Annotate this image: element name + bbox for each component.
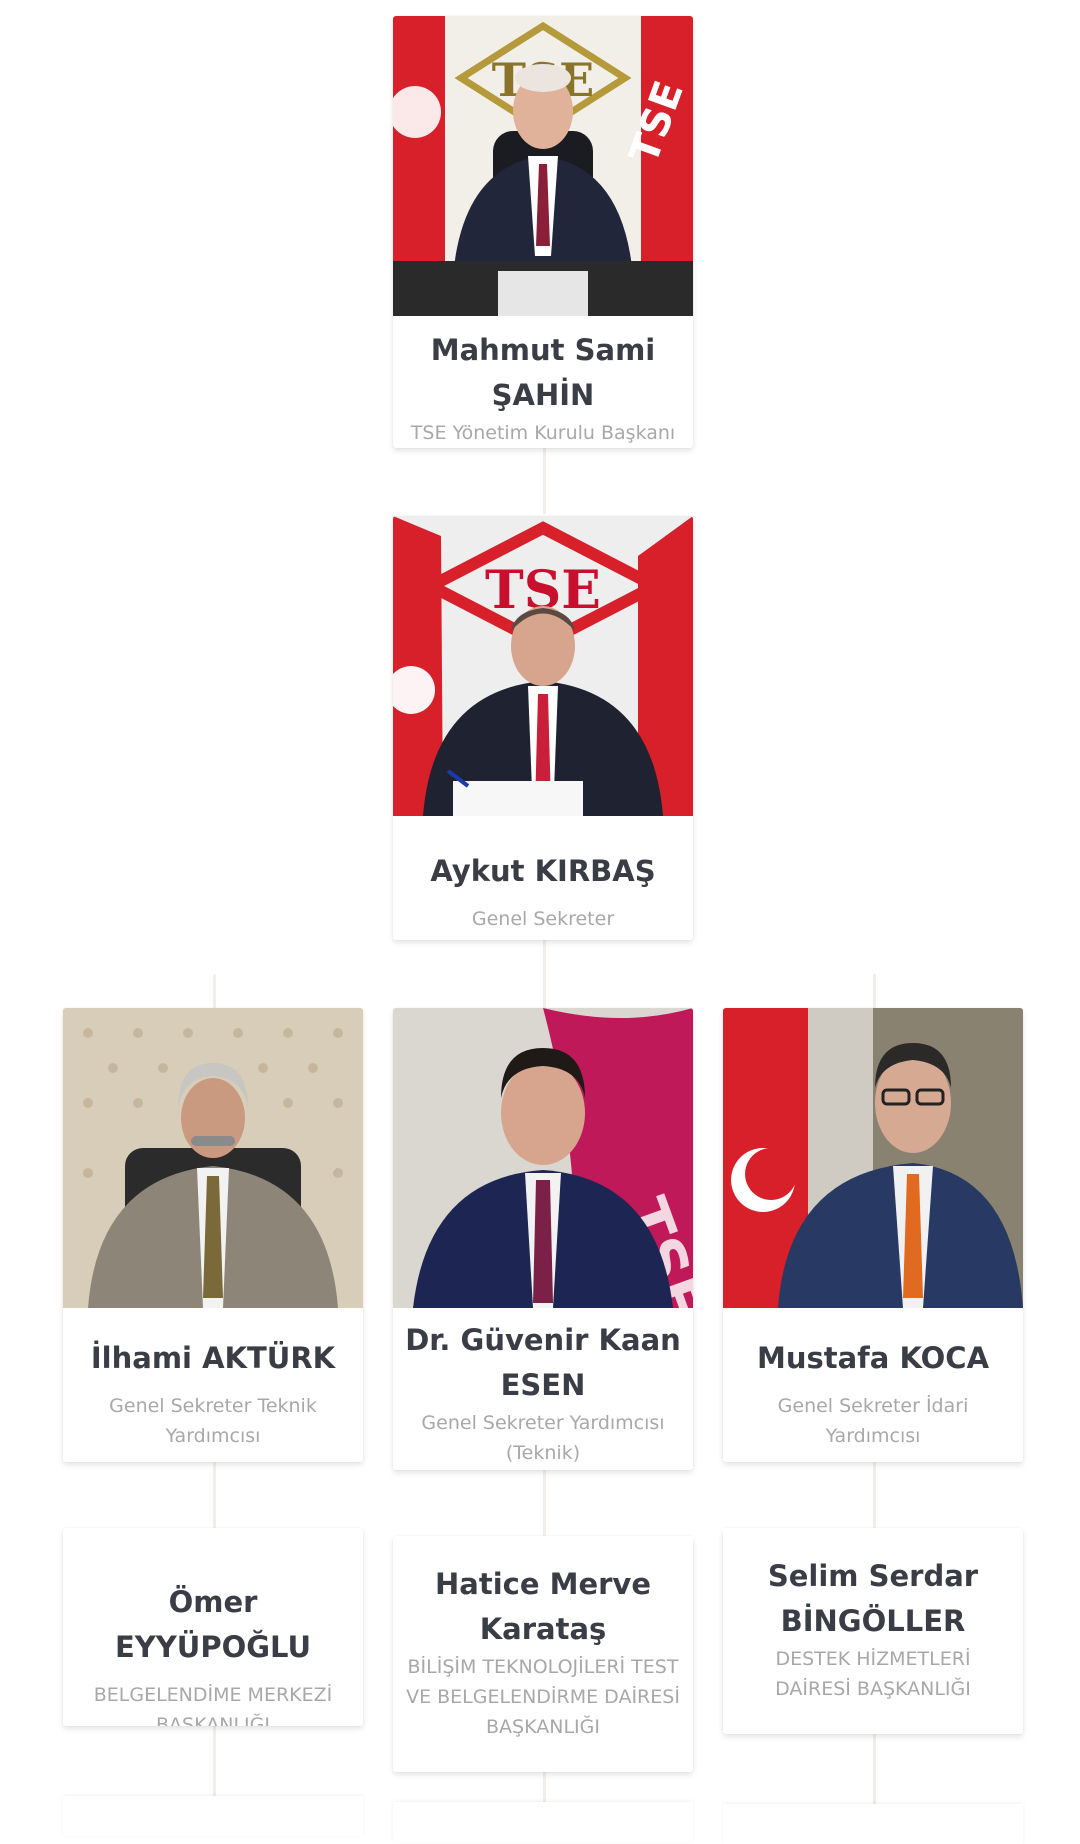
org-card-support-services[interactable]: Selim Serdar BİNGÖLLER DESTEK HİZMETLERİ…	[723, 1528, 1023, 1734]
person-title: Genel Sekreter	[471, 908, 615, 930]
person-name: Selim Serdar BİNGÖLLER	[767, 1559, 979, 1638]
org-card-it-test-certification[interactable]: Hatice Merve Karataş BİLİŞİM TEKNOLOJİLE…	[393, 1536, 693, 1772]
connector-l2-l3-left	[213, 974, 216, 1008]
person-photo-icon: TSE TSE	[393, 16, 693, 316]
person-photo	[63, 1008, 363, 1308]
person-photo: TSE TSE	[393, 16, 693, 316]
person-title: DESTEK HİZMETLERİ DAİRESİ BAŞKANLIĞI	[775, 1648, 971, 1700]
org-card-partial	[723, 1804, 1023, 1844]
org-card-deputy-technical-2[interactable]: TSE Dr. Güvenir Kaan ESEN Genel Sekreter…	[393, 1008, 693, 1470]
connector-l3-l4-right	[873, 1462, 876, 1528]
person-photo-icon	[723, 1008, 1023, 1308]
person-name: Dr. Güvenir Kaan ESEN	[405, 1323, 681, 1402]
person-title: Genel Sekreter Yardımcısı (Teknik)	[421, 1412, 665, 1464]
person-photo-icon	[63, 1008, 363, 1308]
person-title: BELGELENDİME MERKEZİ BAŞKANLIĞI	[93, 1684, 333, 1726]
org-card-partial	[63, 1796, 363, 1836]
person-title: TSE Yönetim Kurulu Başkanı	[410, 422, 676, 444]
person-photo: TSE	[393, 1008, 693, 1308]
person-title: BİLİŞİM TEKNOLOJİLERİ TEST VE BELGELENDİ…	[406, 1656, 680, 1738]
connector-l4-l5-center	[543, 1772, 546, 1802]
connector-l1-l2	[543, 448, 546, 514]
person-title: Genel Sekreter Teknik Yardımcısı	[109, 1395, 317, 1447]
connector-l2-l3-center	[543, 940, 546, 1008]
person-name: İlhami AKTÜRK	[90, 1341, 336, 1375]
person-name: Mustafa KOCA	[756, 1341, 990, 1375]
connector-l2-l3-right	[873, 974, 876, 1008]
person-photo-icon: TSE	[393, 516, 693, 816]
person-photo	[723, 1008, 1023, 1308]
org-card-partial	[393, 1802, 693, 1842]
connector-l3-l4-left	[213, 1462, 216, 1528]
org-card-deputy-administrative[interactable]: Mustafa KOCA Genel Sekreter İdari Yardım…	[723, 1008, 1023, 1462]
connector-l3-l4-center	[543, 1470, 546, 1536]
person-photo-icon: TSE	[393, 1008, 693, 1308]
person-title: Genel Sekreter İdari Yardımcısı	[777, 1395, 969, 1447]
org-card-deputy-technical[interactable]: İlhami AKTÜRK Genel Sekreter Teknik Yard…	[63, 1008, 363, 1462]
connector-l4-l5-right	[873, 1734, 876, 1804]
person-name: Aykut KIRBAŞ	[430, 854, 656, 888]
org-card-certification-center[interactable]: Ömer EYYÜPOĞLU BELGELENDİME MERKEZİ BAŞK…	[63, 1528, 363, 1726]
person-name: Ömer EYYÜPOĞLU	[114, 1585, 312, 1664]
person-name: Hatice Merve Karataş	[435, 1567, 651, 1646]
org-card-chairman[interactable]: TSE TSE Mahmut Sami ŞAHİN TSE Yönetim Ku…	[393, 16, 693, 448]
person-photo: TSE	[393, 516, 693, 816]
connector-l4-l5-left	[213, 1726, 216, 1796]
org-card-secretary-general[interactable]: TSE Aykut KIRBAŞ Genel Sekreter	[393, 516, 693, 940]
person-name: Mahmut Sami ŞAHİN	[430, 333, 656, 412]
